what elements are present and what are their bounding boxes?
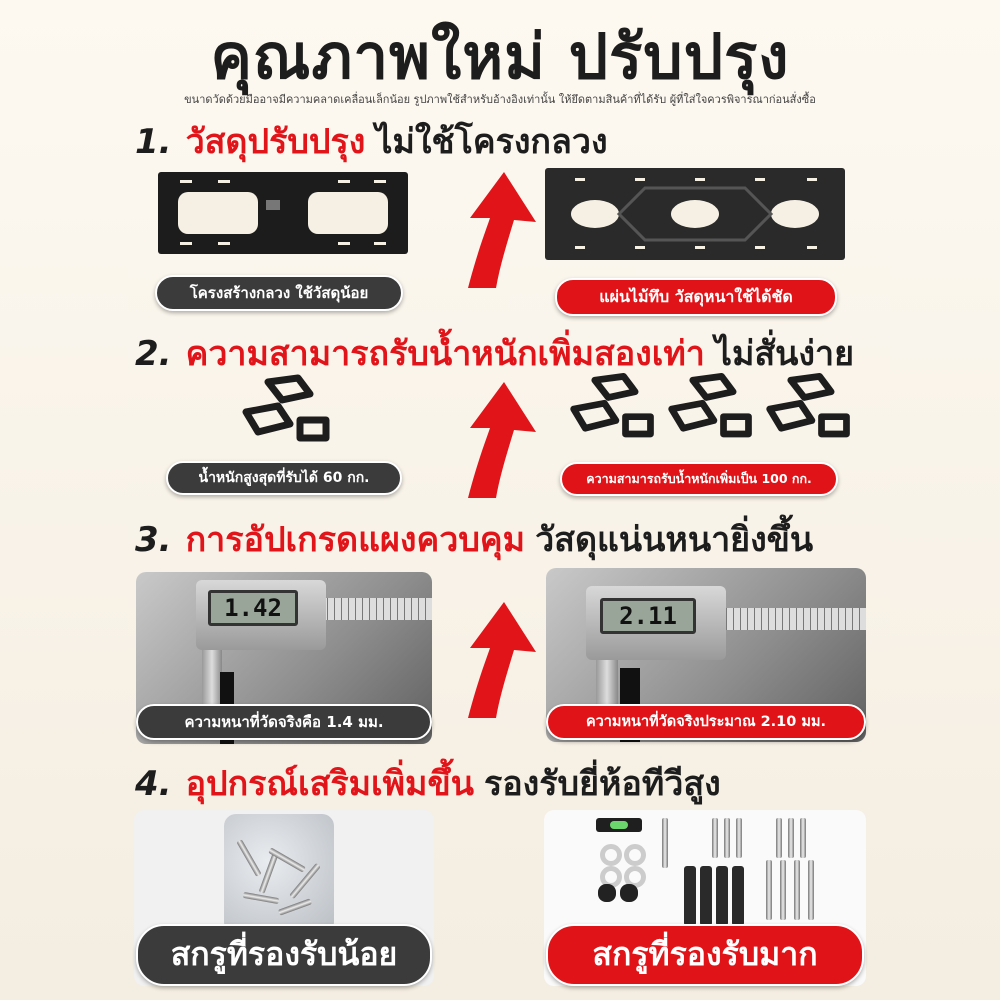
section-1-heading: 1. วัสดุปรับปรุงไม่ใช้โครงกลวง (135, 114, 608, 168)
section-number: 1. (135, 122, 172, 162)
hollow-bracket-image (158, 172, 408, 254)
gold-bar-stack-icon (668, 373, 752, 438)
screw (780, 860, 786, 920)
screw (788, 818, 794, 858)
screw (724, 818, 730, 858)
page-title: คุณภาพใหม่ ปรับปรุง (210, 20, 790, 93)
rubber-spacer (598, 884, 616, 902)
screw (794, 860, 800, 920)
section-number: 3. (135, 520, 172, 560)
section-highlight: อุปกรณ์เสริมเพิ่มขึ้น (185, 764, 474, 804)
gold-bar-stack-icon (766, 373, 850, 438)
section-3-heading: 3. การอัปเกรดแผงควบคุมวัสดุแน่นหนายิ่งขึ้… (135, 512, 813, 566)
page-subtitle: ขนาดวัดด้วยมืออาจมีความคลาดเคลื่อนเล็กน้… (184, 93, 816, 106)
section-rest: ไม่ใช้โครงกลวง (375, 122, 608, 162)
section-highlight: ความสามารถรับน้ำหนักเพิ่มสองเท่า (185, 334, 705, 374)
solid-bracket-image (545, 168, 845, 260)
solid-plate-label: แผ่นไม้ทึบ วัสดุหนาใช้ได้ชัด (555, 278, 837, 316)
thick-measurement-label: ความหนาที่วัดจริงประมาณ 2.10 มม. (546, 704, 866, 740)
gold-bar-stack-icon (242, 374, 330, 442)
caliper-ruler (706, 608, 866, 630)
screw (808, 860, 814, 920)
section-rest: วัสดุแน่นหนายิ่งขึ้น (535, 520, 814, 560)
screw (662, 818, 668, 868)
few-screws-label: สกรูที่รองรับน้อย (136, 924, 432, 986)
screw (736, 818, 742, 858)
red-curved-up-arrow-icon (468, 172, 536, 288)
hollow-structure-label: โครงสร้างกลวง ใช้วัสดุน้อย (155, 275, 403, 311)
red-curved-up-arrow-icon (468, 602, 536, 718)
wall-anchor (732, 866, 744, 926)
thin-measurement-label: ความหนาที่วัดจริงคือ 1.4 มม. (136, 704, 432, 740)
screw-bag (224, 814, 334, 934)
caliper-display: 2.11 (600, 598, 696, 634)
section-highlight: วัสดุปรับปรุง (185, 122, 366, 162)
section-rest: ไม่สั่นง่าย (714, 334, 854, 374)
max-weight-label: น้ำหนักสูงสุดที่รับได้ 60 กก. (166, 461, 402, 495)
rubber-spacer (620, 884, 638, 902)
screw (712, 818, 718, 858)
many-screws-label: สกรูที่รองรับมาก (546, 924, 864, 986)
section-number: 4. (135, 764, 172, 804)
washer (600, 844, 622, 866)
screw (800, 818, 806, 858)
screw (766, 860, 772, 920)
section-rest: รองรับยี่ห้อทีวีสูง (483, 764, 721, 804)
wall-anchor (700, 866, 712, 926)
section-4-heading: 4. อุปกรณ์เสริมเพิ่มขึ้นรองรับยี่ห้อทีวีส… (135, 756, 721, 810)
section-2-heading: 2. ความสามารถรับน้ำหนักเพิ่มสองเท่าไม่สั่… (135, 326, 854, 380)
section-number: 2. (135, 334, 172, 374)
caliper-display: 1.42 (208, 590, 298, 626)
red-curved-up-arrow-icon (468, 382, 536, 498)
section-highlight: การอัปเกรดแผงควบคุม (185, 520, 526, 560)
gold-bar-stack-icon (570, 373, 654, 438)
wall-anchor (716, 866, 728, 926)
wall-anchor (684, 866, 696, 926)
washer (624, 844, 646, 866)
screw (776, 818, 782, 858)
spirit-level (596, 818, 642, 832)
increased-weight-label: ความสามารถรับน้ำหนักเพิ่มเป็น 100 กก. (560, 462, 838, 496)
